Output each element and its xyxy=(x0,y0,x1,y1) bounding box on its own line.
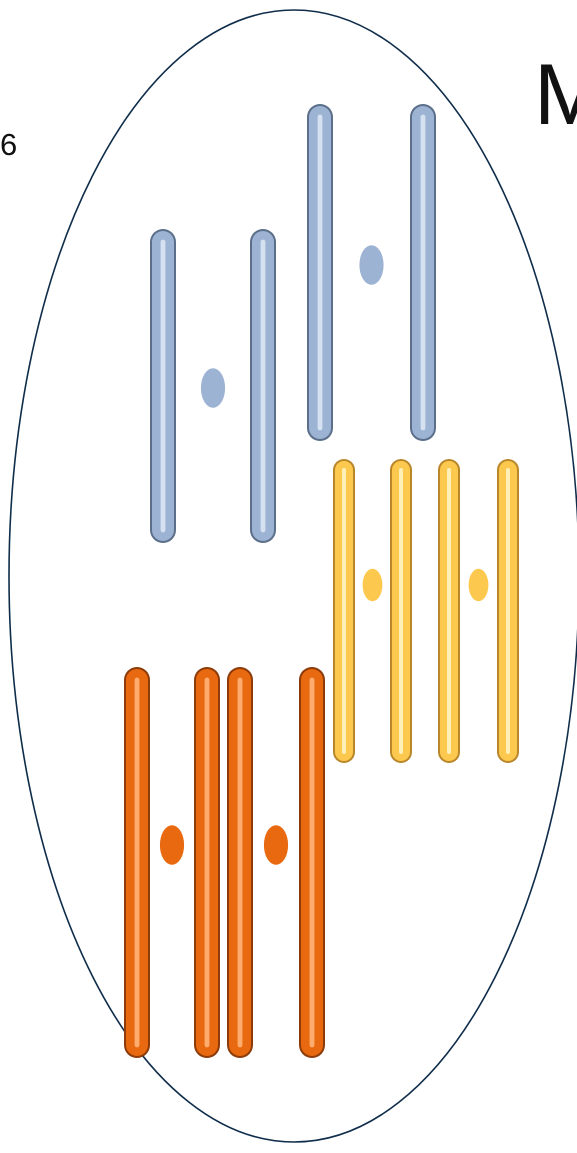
centromere xyxy=(363,569,383,601)
centromere xyxy=(201,368,225,408)
cell-number-label: 6 xyxy=(0,129,17,160)
centromere xyxy=(359,245,383,285)
centromere xyxy=(469,569,489,601)
cell-membrane xyxy=(9,10,577,1142)
cell-letter-label: M xyxy=(534,52,577,138)
centromere xyxy=(264,825,288,865)
centromere xyxy=(160,825,184,865)
